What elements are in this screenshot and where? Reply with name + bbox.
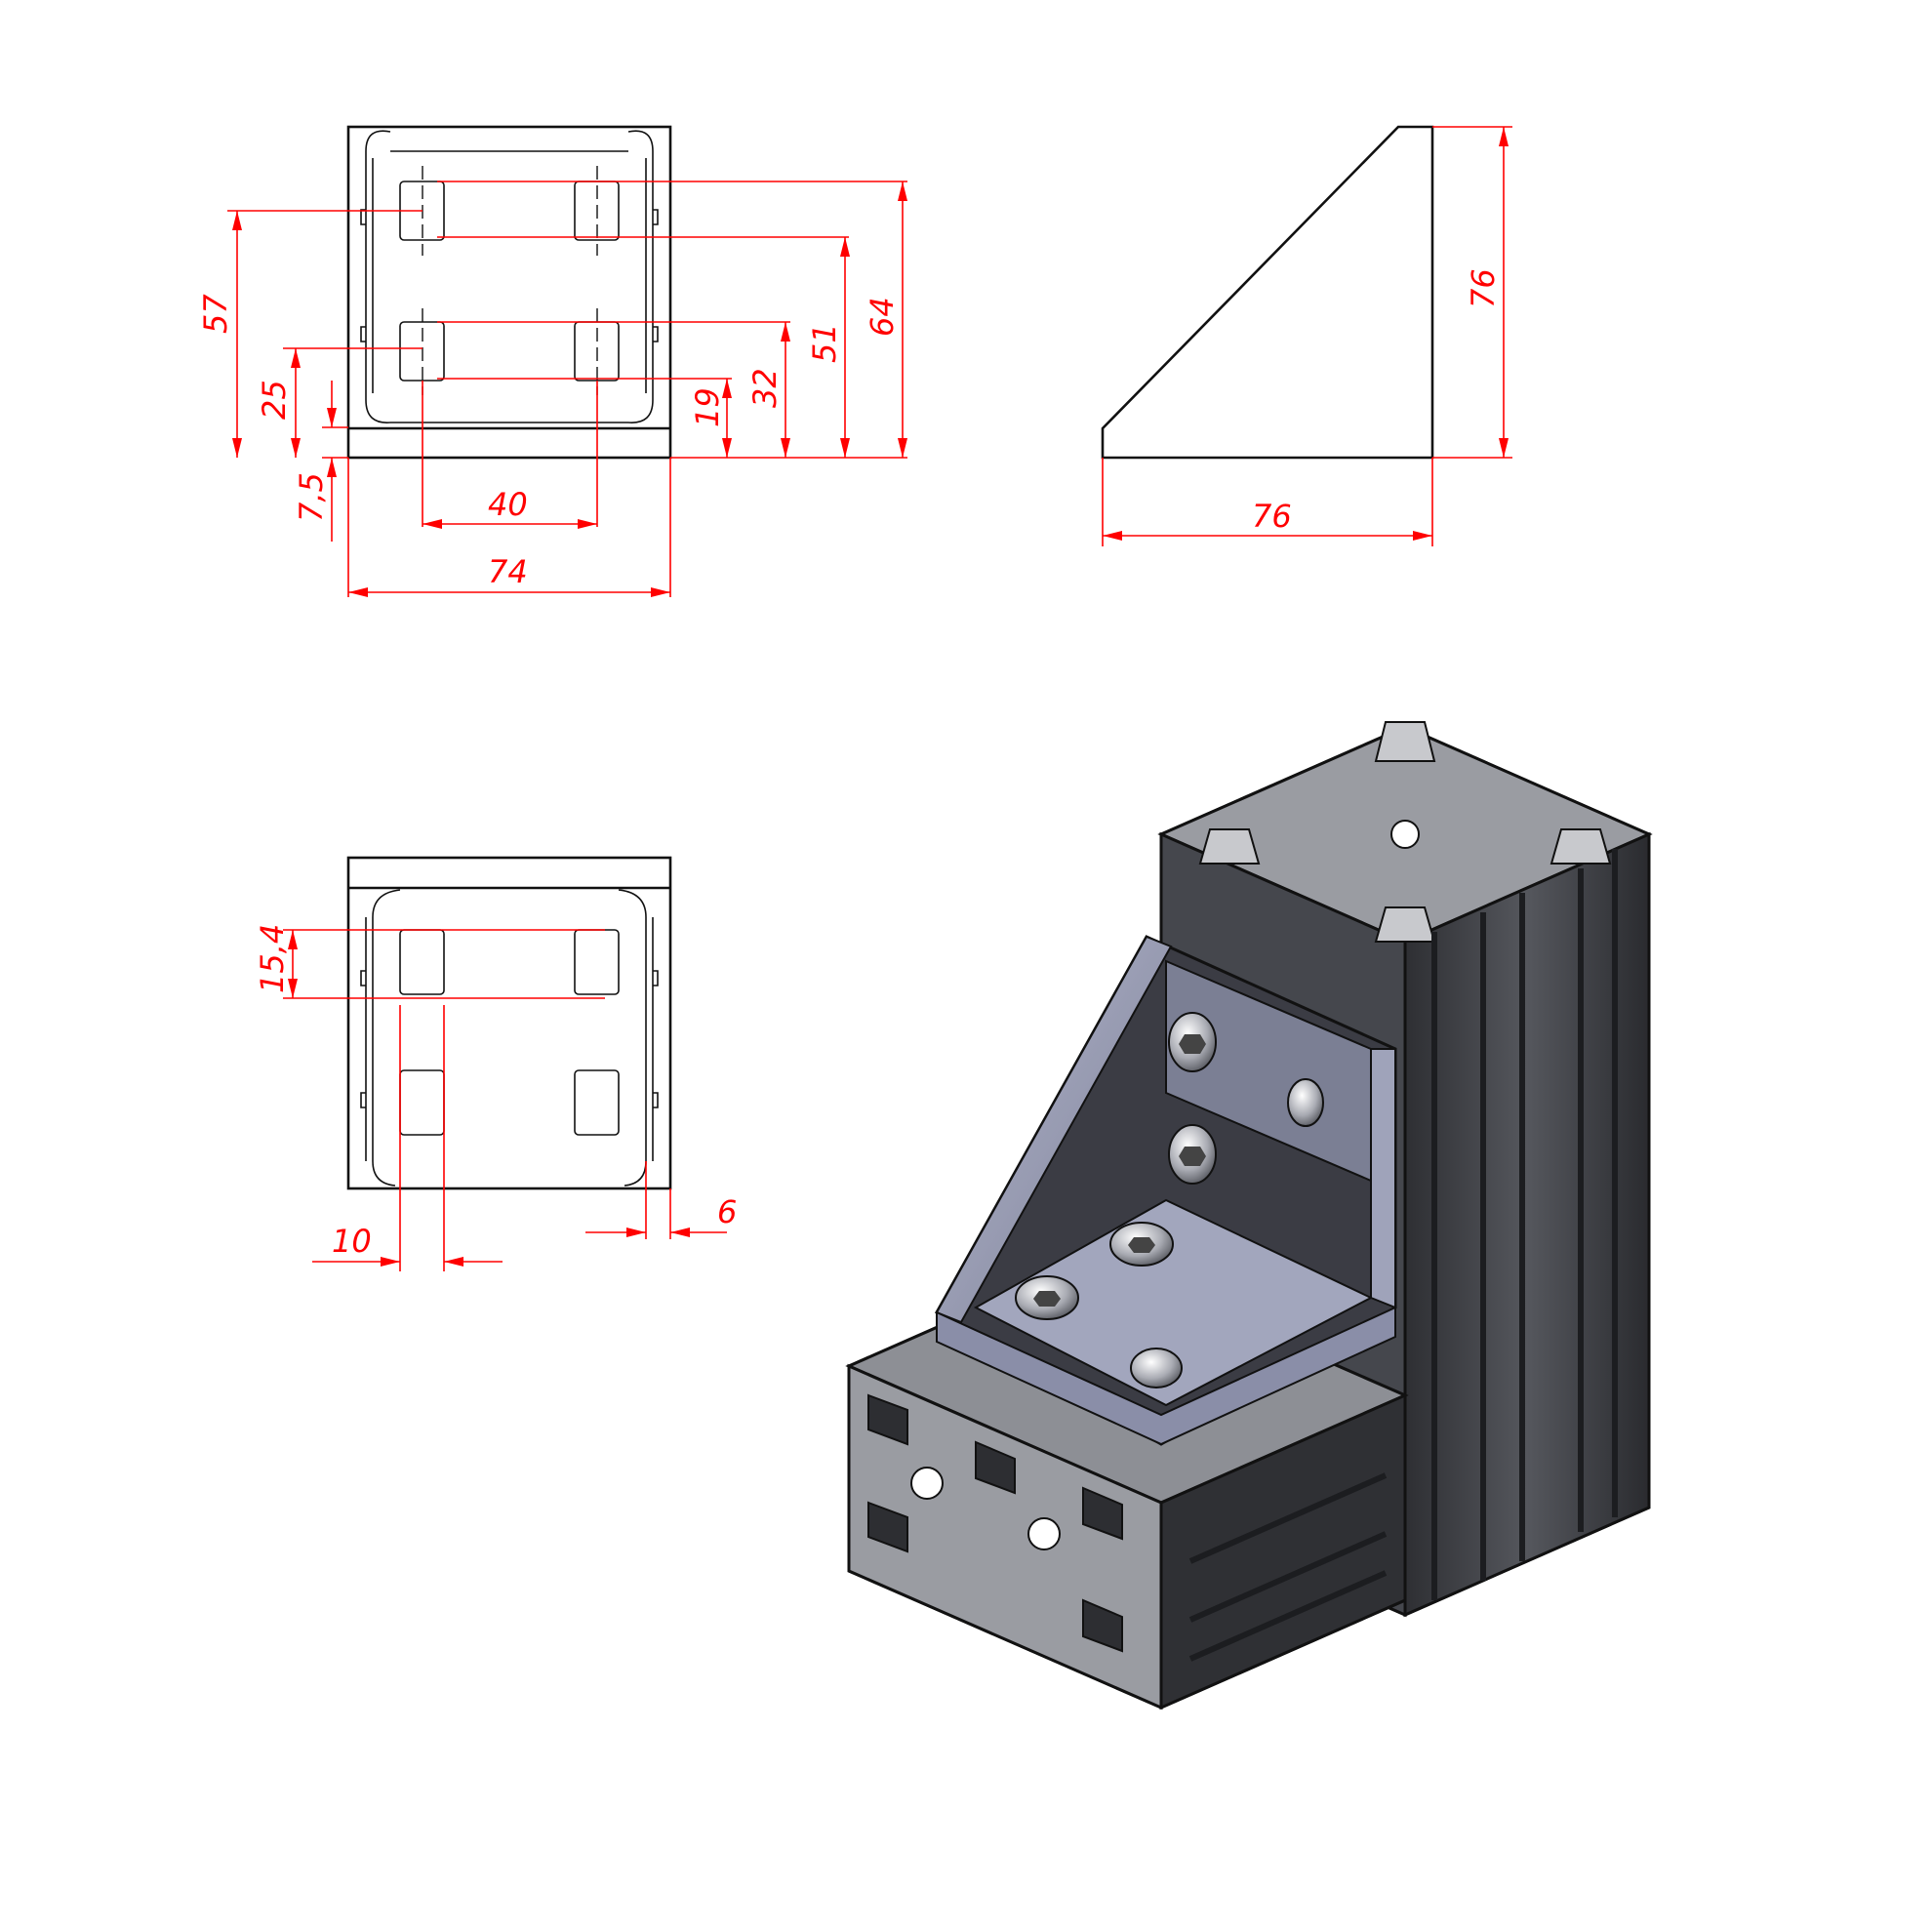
dim-label-32: 32 bbox=[746, 368, 784, 408]
bottom-extension-lines bbox=[283, 929, 671, 1271]
top-view-outline bbox=[346, 125, 672, 460]
dim-label-25: 25 bbox=[256, 380, 293, 420]
dim-label-76-height: 76 bbox=[1465, 268, 1502, 308]
top-extension-lines bbox=[227, 181, 907, 597]
vertical-grooves bbox=[1431, 849, 1618, 1600]
top-view bbox=[346, 125, 672, 460]
side-view bbox=[1101, 125, 1434, 460]
screw-icon bbox=[1015, 1012, 1324, 1389]
dim-label-40: 40 bbox=[488, 486, 528, 523]
dim-label-76-width: 76 bbox=[1252, 498, 1292, 535]
bottom-view-dimensions: 15,4 10 6 bbox=[254, 924, 737, 1271]
dim-label-19: 19 bbox=[689, 387, 726, 427]
dim-label-64: 64 bbox=[864, 297, 901, 337]
corner-fillets bbox=[365, 130, 654, 423]
bracket-right-flange bbox=[1370, 1048, 1396, 1309]
dim-label-74: 74 bbox=[488, 553, 528, 590]
side-tabs bbox=[360, 209, 659, 342]
dim-label-7-5: 7,5 bbox=[293, 472, 330, 522]
bottom-corner-fillets bbox=[372, 889, 647, 1187]
bottom-side-tabs bbox=[360, 970, 659, 1108]
side-view-dimensions: 76 76 bbox=[1102, 126, 1512, 546]
dim-label-51: 51 bbox=[806, 323, 843, 363]
dim-label-57: 57 bbox=[197, 294, 234, 334]
dim-label-6: 6 bbox=[717, 1193, 737, 1230]
bottom-view-outline bbox=[346, 856, 672, 1190]
bottom-slot-top-left bbox=[399, 929, 445, 995]
bottom-view bbox=[346, 856, 672, 1190]
end-face-slots bbox=[867, 1393, 1123, 1653]
end-core-hole-2 bbox=[1027, 1517, 1061, 1550]
side-view-outline bbox=[1101, 125, 1434, 460]
profile-core-hole bbox=[1390, 820, 1420, 849]
bracket-bottom-edge bbox=[936, 1306, 1396, 1446]
dim-label-15-4: 15,4 bbox=[254, 924, 291, 993]
inner-walls bbox=[365, 150, 654, 423]
bottom-slot-bottom-left bbox=[399, 1069, 445, 1136]
end-core-hole-1 bbox=[910, 1467, 944, 1500]
dim-label-10: 10 bbox=[332, 1223, 372, 1260]
bottom-inner-walls bbox=[365, 887, 654, 1161]
profile-top-slots bbox=[1198, 721, 1612, 943]
side-extension-lines bbox=[1102, 126, 1512, 546]
horizontal-grooves bbox=[1188, 1472, 1388, 1662]
isometric-illustration bbox=[845, 721, 1653, 1711]
top-view-dimensions: 57 25 7,5 40 74 19 32 51 64 bbox=[197, 181, 907, 597]
hidden-centerlines bbox=[422, 166, 598, 395]
bottom-slot-bottom-right bbox=[574, 1069, 620, 1136]
bottom-slot-top-right bbox=[574, 929, 620, 995]
